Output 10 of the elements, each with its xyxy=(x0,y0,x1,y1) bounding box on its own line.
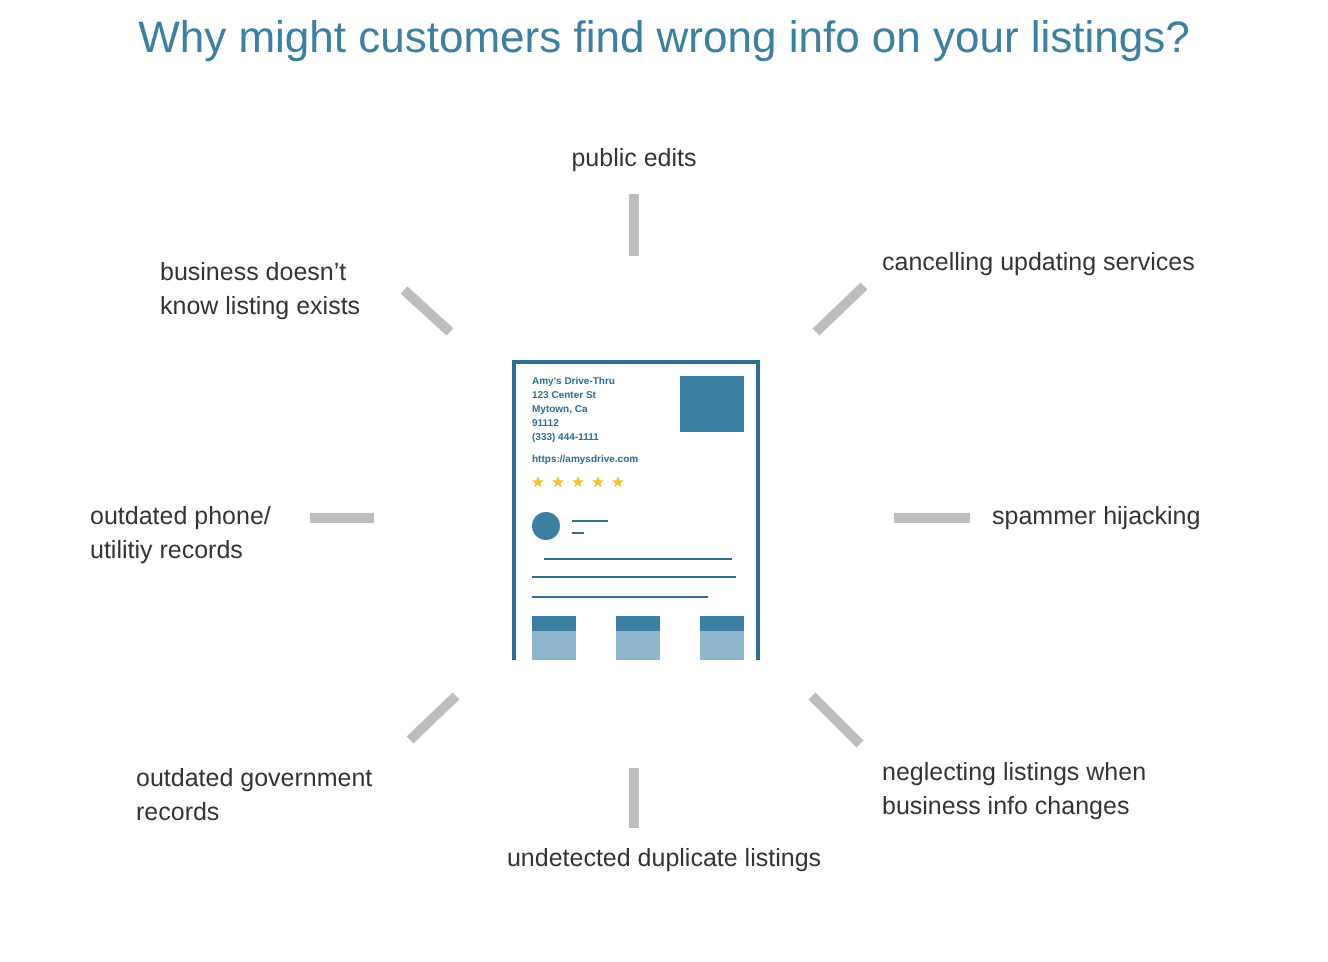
cause-label: business doesn’t know listing exists xyxy=(160,256,396,324)
diagram-title: Why might customers find wrong info on your listings? xyxy=(136,12,1192,64)
cause-label: outdated government records xyxy=(136,762,416,830)
cause-label: spammer hijacking xyxy=(992,500,1216,534)
cause-label: public edits xyxy=(560,142,708,176)
cause-label: undetected duplicate listings xyxy=(486,842,842,876)
cause-label: neglecting listings when business info changes xyxy=(882,756,1182,824)
cause-label: cancelling updating services xyxy=(882,246,1222,280)
business-listing-card xyxy=(512,360,760,660)
cause-label: outdated phone/ utilitiy records xyxy=(90,500,310,568)
